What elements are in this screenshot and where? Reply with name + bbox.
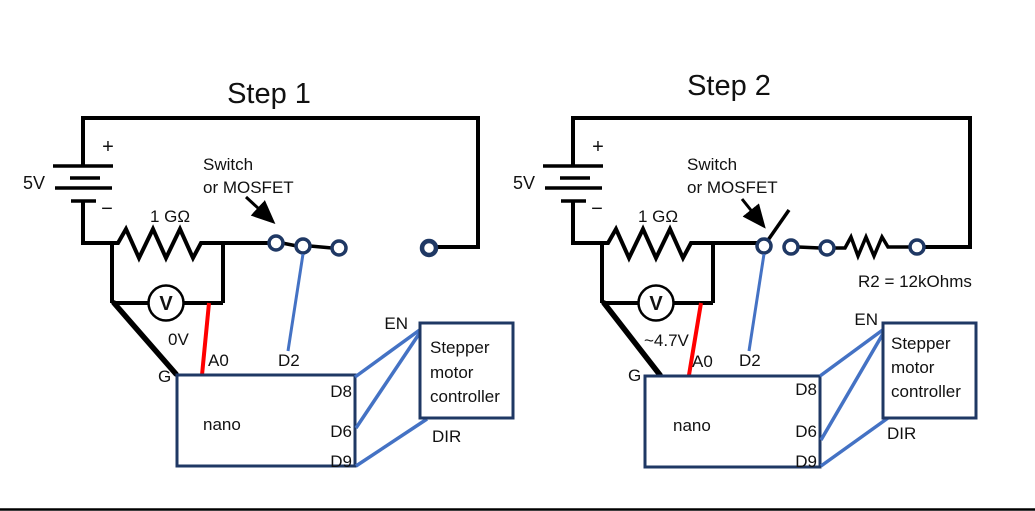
step2-voltage-reading: ~4.7V (644, 331, 690, 350)
step2-switch-note-line1: Switch (687, 155, 737, 174)
step1-open-return-terminal (419, 238, 439, 258)
step1-pin-dir: DIR (432, 427, 461, 446)
step2-d8-to-en-wire (818, 327, 886, 378)
step1-pin-en: EN (384, 314, 408, 333)
step2-resistor2-label: R2 = 12kOhms (858, 272, 972, 291)
step1-d9-to-dir-wire (355, 417, 428, 468)
step2-nano-label: nano (673, 416, 711, 435)
step2-plus-sign: + (592, 136, 604, 158)
step2-battery-symbol (543, 164, 603, 203)
switch-terminal-1 (755, 237, 773, 255)
step2-resistor1-wire (573, 224, 757, 263)
step1-nano-label: nano (203, 415, 241, 434)
step1-plus-sign: + (102, 136, 114, 158)
step2-title: Step 2 (687, 70, 771, 102)
step1-resistor1-wire (83, 224, 269, 263)
step1-pin-a0: A0 (208, 351, 229, 370)
switch-link-wire (309, 244, 333, 250)
step1-ground-wire (111, 300, 179, 377)
step1-switch-pointer-arrow (244, 195, 276, 225)
step1-switch-note-line1: Switch (203, 155, 253, 174)
step2-nano-board (643, 374, 822, 469)
step1-voltmeter-icon (147, 284, 185, 322)
step2-pin-d9: D9 (795, 452, 817, 471)
step2-battery-voltage-label: 5V (513, 173, 535, 193)
step1-switch-closed (267, 234, 348, 257)
step2-pin-en: EN (854, 310, 878, 329)
switch-terminal-3 (330, 239, 348, 257)
step2-voltmeter-symbol: V (649, 293, 663, 315)
step1-nano-board (175, 373, 357, 468)
step1-d8-to-en-wire (353, 327, 423, 379)
switch-terminal-2 (782, 238, 800, 256)
step1-minus-sign: − (101, 198, 113, 220)
step1-pin-d2: D2 (278, 351, 300, 370)
step1-voltmeter-symbol: V (159, 293, 173, 315)
step1-pin-d8: D8 (330, 382, 352, 401)
step2-switch-open (755, 208, 926, 261)
step2-stepper-controller-box (881, 321, 978, 420)
step1-battery-voltage-label: 5V (23, 173, 45, 193)
step1-title: Step 1 (227, 78, 311, 110)
step1-pin-g: G (158, 367, 171, 386)
step1-stepper-label-line1: Stepper (430, 338, 490, 357)
step2-top-rail-wire (573, 116, 972, 249)
step2-stepper-label-line1: Stepper (891, 334, 951, 353)
step1-switch-note-line2: or MOSFET (203, 178, 294, 197)
step1-top-rail-wire (83, 116, 480, 249)
step2-pin-d2: D2 (739, 351, 761, 370)
resistor2-wire (834, 232, 910, 261)
step2-minus-sign: − (591, 198, 603, 220)
step1-a0-probe-wire (200, 302, 211, 376)
step1-stepper-label-line2: motor (430, 363, 474, 382)
step2-ground-wire (601, 300, 663, 378)
step1-battery-symbol (53, 164, 113, 203)
switch-terminal-3 (818, 239, 836, 257)
step2-pin-d8: D8 (795, 380, 817, 399)
step2-d2-wire (747, 253, 766, 352)
switch-blade-open (764, 208, 791, 245)
step1-pin-d9: D9 (330, 452, 352, 471)
step2-resistor1-label: 1 GΩ (638, 207, 678, 226)
step1-circuit: Step 1 + − 5V 1 GΩ V 0V (23, 78, 515, 471)
step2-pin-g: G (628, 366, 641, 385)
step1-d6-to-en-wire (354, 330, 423, 429)
step2-a0-probe-wire (687, 302, 703, 376)
step2-pin-d6: D6 (795, 422, 817, 441)
step2-d6-to-en-wire (819, 331, 886, 441)
step1-d2-wire (286, 253, 305, 352)
step1-stepper-controller-box (418, 321, 515, 420)
step1-voltage-reading: 0V (168, 330, 189, 349)
switch-terminal-1 (267, 234, 285, 252)
switch-link-wire (797, 245, 821, 250)
switch-terminal-2 (294, 237, 312, 255)
step2-switch-note-line2: or MOSFET (687, 178, 778, 197)
step1-pin-d6: D6 (330, 422, 352, 441)
step2-stepper-label-line2: motor (891, 358, 935, 377)
step2-stepper-label-line3: controller (891, 382, 961, 401)
switch-terminal-4 (908, 238, 926, 256)
step2-pin-a0: A0 (692, 352, 713, 371)
step1-stepper-label-line3: controller (430, 387, 500, 406)
step2-switch-pointer-arrow (740, 198, 766, 229)
step2-circuit: Step 2 + − 5V 1 GΩ V ~4.7V (513, 70, 978, 471)
step2-voltmeter-icon (637, 284, 675, 322)
step2-pin-dir: DIR (887, 424, 916, 443)
step1-resistor1-label: 1 GΩ (150, 207, 190, 226)
step2-d9-to-dir-wire (819, 416, 890, 468)
